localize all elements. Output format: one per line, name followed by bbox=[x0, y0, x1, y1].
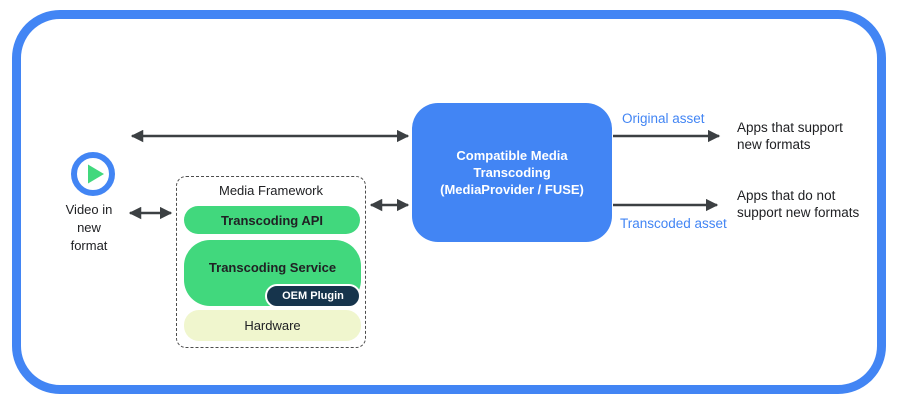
compatible-media-transcoding-box: Compatible Media Transcoding (MediaProvi… bbox=[412, 103, 612, 242]
transcoded-asset-label: Transcoded asset bbox=[620, 216, 727, 231]
apps-support-new-formats-label: Apps that support new formats bbox=[737, 120, 843, 152]
oem-plugin-badge: OEM Plugin bbox=[265, 284, 361, 308]
media-framework-title: Media Framework bbox=[218, 183, 324, 198]
source-video-label: Video in new format bbox=[65, 202, 113, 253]
outer-frame bbox=[12, 10, 886, 394]
hardware-layer: Hardware bbox=[184, 310, 361, 341]
apps-no-support-new-formats-label: Apps that do not support new formats bbox=[737, 188, 860, 220]
transcoding-api-layer: Transcoding API bbox=[184, 206, 360, 234]
play-icon bbox=[70, 151, 116, 197]
original-asset-label: Original asset bbox=[622, 111, 705, 126]
media-framework-box: Media Framework Transcoding API Transcod… bbox=[176, 176, 366, 348]
